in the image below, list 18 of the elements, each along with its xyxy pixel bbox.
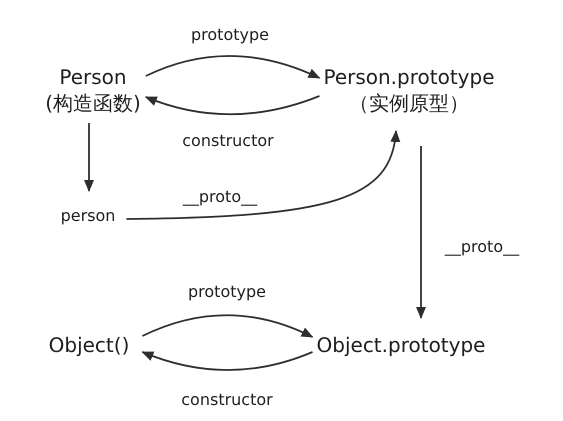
arrow	[416, 146, 426, 319]
arrow	[144, 95, 320, 116]
arrow	[141, 351, 313, 371]
edge-label: prototype	[186, 283, 268, 301]
edge-label: __proto__	[442, 238, 522, 256]
node-label: Object()	[48, 332, 130, 358]
node-subtitle: (构造函数)	[45, 90, 141, 116]
arrow	[145, 55, 320, 79]
edge-label: __proto__	[180, 188, 260, 206]
node-label: Object.prototype	[316, 332, 486, 358]
arrow	[142, 314, 314, 338]
node-title: Person	[59, 64, 127, 90]
node-label: person	[60, 205, 116, 227]
node-title: Person.prototype	[323, 64, 495, 90]
node-subtitle: （实例原型）	[348, 90, 469, 116]
arrow	[84, 123, 94, 192]
arrow	[126, 130, 400, 220]
edge-label: prototype	[189, 26, 271, 44]
